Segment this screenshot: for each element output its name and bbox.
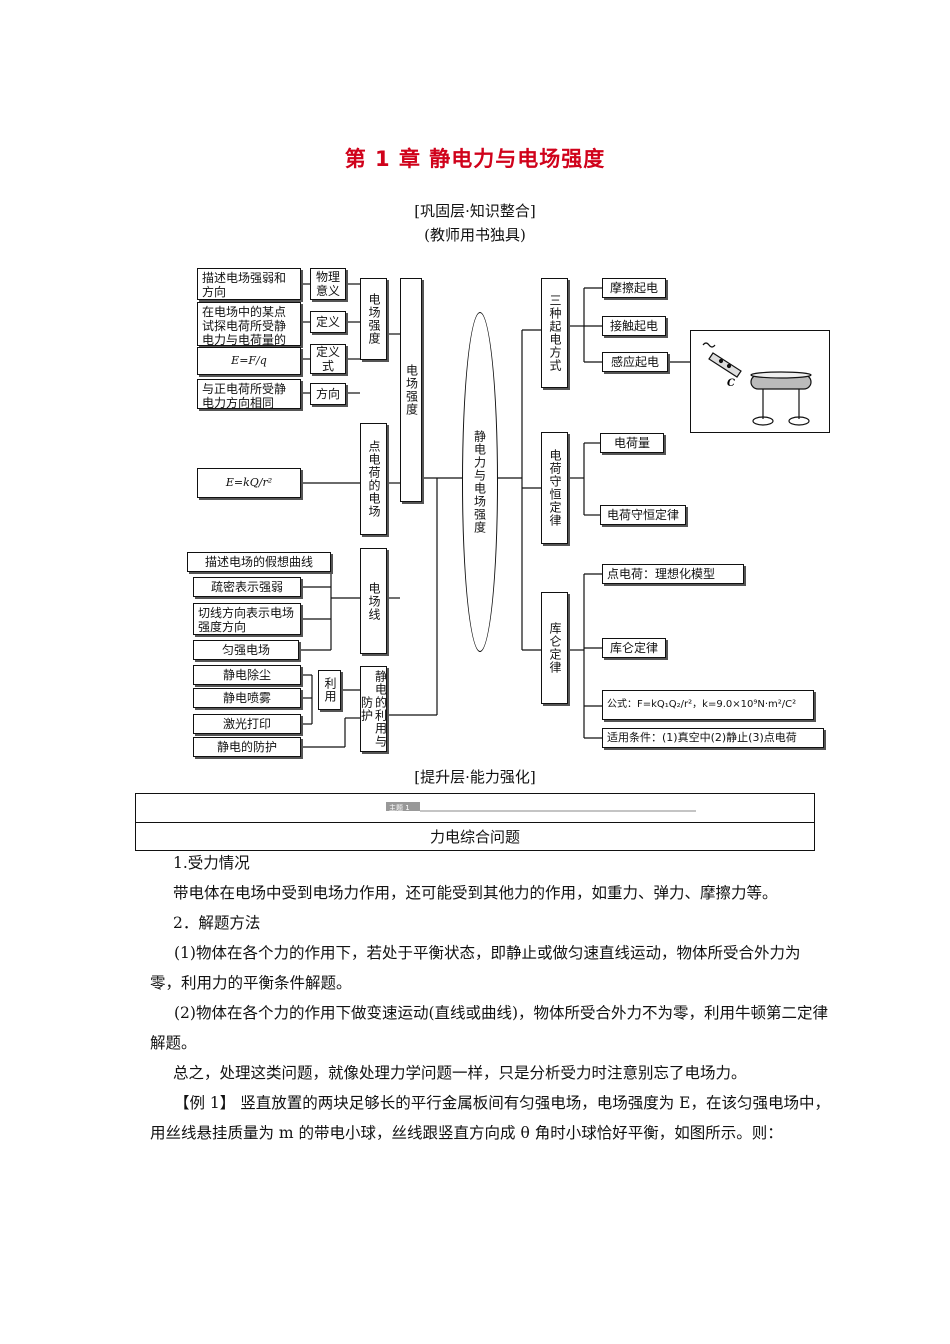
section-heading-consolidate: [巩固层·知识整合] xyxy=(414,202,536,220)
para-method-1: (1)物体在各个力的作用下，若处于平衡状态，即静止或做匀速直线运动，物体所受合外… xyxy=(150,944,801,992)
leaf-point-charge-formula: E=kQ/r² xyxy=(197,468,301,498)
leaf-density-strength: 疏密表示强弱 xyxy=(193,577,301,597)
topic-tag-label: 主题 1 xyxy=(389,803,410,812)
hub-field-strength-label: 电场强度 xyxy=(404,364,419,416)
attr-utilization-label: 利用 xyxy=(323,677,337,703)
illustration-label-c: C xyxy=(727,378,735,389)
node-field-lines: 电场线 xyxy=(360,548,387,654)
leaf-applicable-conditions: 适用条件：(1)真空中(2)静止(3)点电荷 xyxy=(602,728,824,748)
attr-direction: 方向 xyxy=(310,383,346,405)
node-charge-conservation: 电荷守恒定律 xyxy=(541,432,568,544)
leaf-tangent-direction: 切线方向表示电场强度方向 xyxy=(193,603,301,635)
leaf-describe-strength: 描述电场强弱和方向 xyxy=(197,268,301,300)
leaf-coulomb-law: 库仑定律 xyxy=(602,638,666,658)
leaf-charge-amount: 电荷量 xyxy=(600,433,664,453)
leaf-dust-removal: 静电除尘 xyxy=(193,665,301,685)
node-charging-methods-label: 三种起电方式 xyxy=(548,294,562,372)
node-field-strength: 电场强度 xyxy=(360,278,387,360)
para-summary: 总之，处理这类问题，就像处理力学问题一样，只是分析受力时注意别忘了电场力。 xyxy=(173,1064,747,1082)
hub-field-strength: 电场强度 xyxy=(400,278,422,502)
leaf-imaginary-curves: 描述电场的假想曲线 xyxy=(187,552,331,572)
formula-e-f-q: E=F/q xyxy=(231,354,267,367)
leaf-point-charge-model: 点电荷：理想化模型 xyxy=(602,564,744,584)
node-charging-methods: 三种起电方式 xyxy=(541,278,568,388)
induction-drawing: C xyxy=(702,342,812,426)
example-1: 【例 1】 竖直放置的两块足够长的平行金属板间有匀强电场，电场强度为 E，在该匀… xyxy=(150,1088,830,1148)
para-force-heading: 1.受力情况 xyxy=(173,854,250,872)
example-label: 【例 1】 xyxy=(174,1094,236,1112)
node-field-lines-label: 电场线 xyxy=(367,581,381,621)
topic-title: 力电综合问题 xyxy=(136,822,814,850)
leaf-laser-printing: 激光打印 xyxy=(193,714,301,734)
node-utilization-protection: 静电的利用与防护 xyxy=(359,666,388,752)
center-topic-label: 静电力与电场强度 xyxy=(472,430,487,534)
leaf-coulomb-formula: 公式：F=kQ₁Q₂/r²，k=9.0×10⁹N·m²/C² xyxy=(602,690,814,720)
leaf-direction-text: 与正电荷所受静电力方向相同 xyxy=(197,379,301,410)
node-coulomb-law: 库仑定律 xyxy=(541,592,568,704)
para-force-detail: 带电体在电场中受到电场力作用，还可能受到其他力的作用，如重力、弹力、摩擦力等。 xyxy=(173,884,778,902)
para-method-2: (2)物体在各个力的作用下做变速运动(直线或曲线)，物体所受合外力不为零，利用牛… xyxy=(150,1004,829,1052)
topic-tag-graphic: 主题 1 xyxy=(386,802,696,812)
induction-illustration: C xyxy=(690,330,830,433)
leaf-conservation-law: 电荷守恒定律 xyxy=(600,505,686,525)
node-utilization-protection-label: 静电的利用与防护 xyxy=(359,670,388,748)
leaf-static-protection: 静电的防护 xyxy=(193,737,301,757)
attr-definition: 定义 xyxy=(310,311,346,333)
leaf-formula-e-f-q: E=F/q xyxy=(197,347,301,375)
node-charge-conservation-label: 电荷守恒定律 xyxy=(548,449,562,527)
node-field-strength-label: 电场强度 xyxy=(367,293,381,345)
leaf-uniform-field: 匀强电场 xyxy=(193,640,299,660)
leaf-definition-text: 在电场中的某点试探电荷所受静电力与电荷量的比值 xyxy=(197,302,301,361)
node-point-charge-field: 点电荷的电场 xyxy=(360,423,387,535)
node-coulomb-law-label: 库仑定律 xyxy=(548,622,562,674)
page-title: 第 1 章 静电力与电场强度 xyxy=(344,147,606,171)
attr-definition-formula: 定义式 xyxy=(310,344,346,374)
attr-utilization: 利用 xyxy=(318,670,341,710)
leaf-friction-charging: 摩擦起电 xyxy=(602,278,666,298)
leaf-contact-charging: 接触起电 xyxy=(602,316,666,336)
center-topic: 静电力与电场强度 xyxy=(462,312,498,652)
section-note: (教师用书独具) xyxy=(424,226,526,244)
leaf-induction-charging: 感应起电 xyxy=(602,352,668,372)
example-text: 竖直放置的两块足够长的平行金属板间有匀强电场，电场强度为 E，在该匀强电场中，用… xyxy=(150,1094,830,1142)
leaf-spraying: 静电喷雾 xyxy=(193,688,301,708)
para-method-heading: 2．解题方法 xyxy=(173,914,261,932)
node-point-charge-field-label: 点电荷的电场 xyxy=(367,440,381,518)
attr-physical-meaning: 物理意义 xyxy=(310,268,346,300)
section-heading-improve: [提升层·能力强化] xyxy=(414,768,536,786)
topic-header-table: 主题 1 力电综合问题 xyxy=(135,793,815,851)
formula-e-kq-r2: E=kQ/r² xyxy=(225,476,273,489)
